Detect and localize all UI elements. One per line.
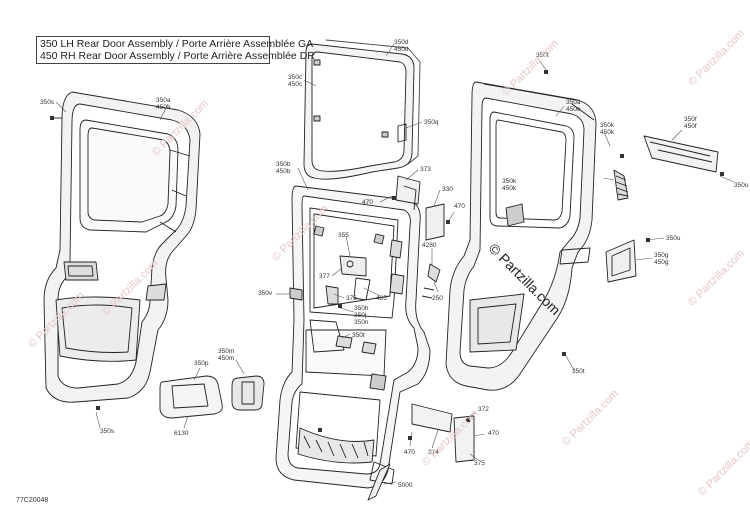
callout-350u-a[interactable]: 350u: [734, 182, 749, 189]
callout-250[interactable]: 250: [432, 295, 443, 302]
callout-6130[interactable]: 6130: [174, 430, 189, 437]
callout-377[interactable]: 377: [319, 273, 330, 280]
latch-parts: [313, 175, 445, 355]
callout-375[interactable]: 375: [474, 460, 485, 467]
callout-470-d[interactable]: 470: [404, 449, 415, 456]
callout-350u-b[interactable]: 350u: [666, 235, 681, 242]
callout-350t-right[interactable]: 350t: [572, 368, 585, 375]
fasteners: [50, 70, 724, 440]
callout-350t-top[interactable]: 350t: [536, 52, 549, 59]
callout-470-b[interactable]: 470: [454, 203, 465, 210]
document-id: 77C20048: [16, 497, 49, 504]
callout-350s-b[interactable]: 350s: [100, 428, 115, 435]
left-door-frame: [43, 91, 201, 403]
callout-350t-mid[interactable]: 350t: [352, 332, 365, 339]
assembly-title-line-2: 450 RH Rear Door Assembly / Porte Arrièr…: [40, 50, 315, 62]
callout-376[interactable]: 376: [346, 295, 357, 302]
callout-465[interactable]: 465: [376, 295, 387, 302]
assembly-title-line-1: 350 LH Rear Door Assembly / Porte Arrièr…: [40, 38, 314, 50]
callout-350s-a[interactable]: 350s: [40, 99, 55, 106]
window-glass: [303, 39, 421, 180]
callout-5000[interactable]: 5000: [398, 482, 413, 489]
callout-4280[interactable]: 4280: [422, 242, 437, 249]
callout-350v[interactable]: 350v: [258, 290, 273, 297]
leader-lines: [55, 43, 735, 485]
lower-left-parts: [159, 375, 265, 419]
center-door-frame: [275, 185, 431, 489]
callout-355[interactable]: 355: [338, 232, 349, 239]
callout-350p[interactable]: 350p: [194, 360, 209, 367]
callout-350q[interactable]: 350q: [424, 119, 439, 126]
callout-470-a[interactable]: 470: [362, 199, 373, 206]
callout-373[interactable]: 373: [420, 166, 431, 173]
assembly-title-box: 350 LH Rear Door Assembly / Porte Arrièr…: [36, 36, 315, 64]
callout-372[interactable]: 372: [478, 406, 489, 413]
right-door-frame: [445, 81, 597, 391]
callout-470-c[interactable]: 470: [488, 430, 499, 437]
callout-330[interactable]: 330: [442, 186, 453, 193]
brackets: [367, 135, 719, 501]
callout-374[interactable]: 374: [428, 449, 439, 456]
